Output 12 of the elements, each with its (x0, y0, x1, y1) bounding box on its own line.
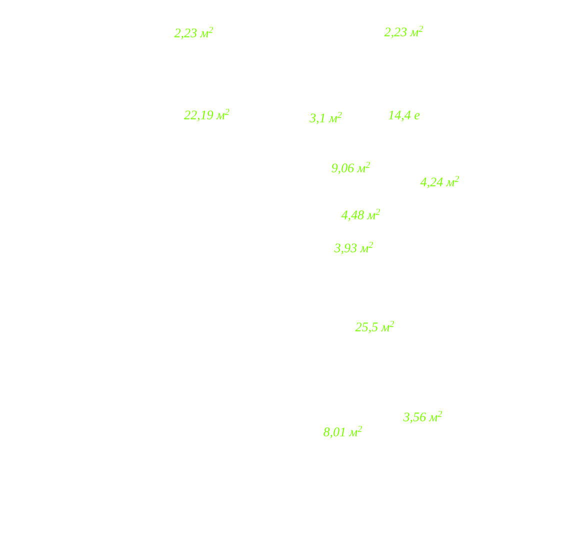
area-label: 9,06 м$^{2}$ (332, 162, 370, 174)
area-label: 4,24 м$^{2}$ (420, 176, 459, 188)
area-label: 22,19 м$^{2}$ (184, 108, 230, 122)
area-label: 8,01 м$^{2}$ (324, 426, 362, 438)
area-label: 3,1 м$^{2}$ (310, 112, 342, 124)
area-label: 2,23 м$^{2}$ (384, 26, 423, 38)
area-label: 4,48 м$^{2}$ (341, 208, 380, 222)
area-label: 25,5 м$^{2}$ (355, 320, 394, 334)
area-label: 3,93 м$^{2}$ (334, 242, 373, 254)
area-label: 14,4 е (388, 110, 420, 122)
area-label: 3,56 м$^{2}$ (403, 410, 442, 424)
area-label: 2,23 м$^{2}$ (174, 26, 213, 40)
